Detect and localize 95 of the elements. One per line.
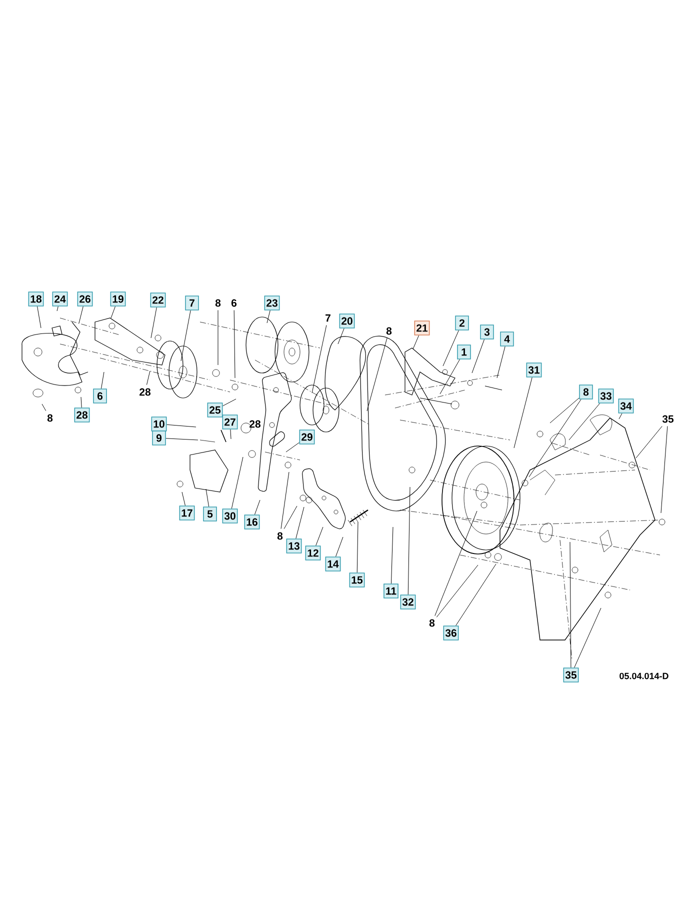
callout-number: 36	[443, 626, 459, 640]
callout-number: 18	[28, 292, 44, 306]
callout-number: 8	[429, 619, 435, 627]
callout-number: 12	[305, 546, 321, 560]
callout-number: 35	[563, 668, 579, 682]
callout-number: 15	[349, 572, 365, 588]
callout-number: 3	[480, 324, 494, 340]
leader-line	[280, 472, 290, 530]
leader-line	[568, 403, 600, 440]
callout-number: 9	[152, 430, 166, 446]
callout-number: 30	[222, 508, 238, 524]
leader-line	[182, 492, 186, 506]
callout-number: 13	[286, 538, 302, 554]
callout-number: 7	[326, 314, 330, 322]
leader-line	[660, 426, 668, 514]
callout-number: 8	[215, 299, 221, 307]
leader-line	[206, 488, 210, 507]
callout-number: 20	[339, 314, 355, 328]
callout-number: 2	[455, 316, 469, 330]
callout-number: 22	[150, 292, 166, 308]
callout-number: 35	[662, 415, 674, 423]
leader-line	[230, 429, 232, 440]
leader-line	[180, 310, 191, 362]
leader-line	[514, 377, 532, 448]
leader-line	[166, 438, 198, 440]
leader-line	[56, 306, 58, 312]
leader-line	[390, 526, 394, 584]
callout-number: 5	[203, 506, 217, 522]
callout-number: 19	[110, 292, 126, 306]
callout-number: 23	[264, 296, 280, 310]
callout-number: 8	[579, 384, 593, 400]
leader-line	[496, 346, 506, 378]
leader-line	[80, 396, 82, 408]
leader-line	[284, 506, 298, 530]
leader-line	[436, 564, 478, 618]
callout-number: 4	[500, 332, 514, 346]
leader-line	[618, 413, 622, 420]
callout-number: 6	[93, 388, 107, 404]
callout-number: 14	[325, 556, 341, 572]
leader-line	[166, 424, 196, 428]
callout-number: 11	[384, 584, 398, 598]
callout-number: 34	[618, 398, 634, 414]
leader-line	[296, 506, 304, 539]
leader-line	[434, 510, 478, 616]
leader-line	[266, 310, 270, 324]
leader-line	[570, 542, 572, 668]
leader-line	[316, 526, 324, 546]
leader-line	[440, 359, 460, 394]
callout-number: 33	[598, 388, 614, 404]
leader-line	[234, 310, 236, 378]
leader-line	[412, 335, 420, 350]
leader-line	[110, 306, 116, 318]
callout-number: 16	[244, 514, 260, 530]
callout-number: 28	[140, 388, 150, 396]
leader-line	[254, 500, 260, 515]
leader-line	[636, 426, 662, 458]
leader-line	[550, 398, 580, 424]
callout-number: 6	[231, 299, 237, 307]
leader-line	[286, 442, 300, 452]
leader-line	[37, 306, 42, 328]
leader-line	[78, 306, 84, 324]
callout-number: 24	[52, 292, 68, 306]
leader-line	[528, 399, 582, 478]
leader-line	[408, 486, 410, 595]
callout-number: 32	[400, 594, 416, 610]
drawing-number: 05.04.014-D	[620, 672, 668, 680]
callout-number: 17	[179, 506, 195, 520]
callout-number: 28	[74, 408, 90, 422]
leader-line	[456, 564, 496, 626]
leader-line	[336, 536, 344, 557]
callout-number: 28	[250, 420, 260, 428]
leader-line	[356, 522, 358, 573]
callout-number: 1	[457, 344, 471, 360]
callout-number: 7	[185, 296, 199, 310]
callout-number: 21	[414, 320, 430, 336]
callout-number: 8	[47, 414, 53, 422]
callout-number: 8	[277, 532, 283, 540]
leader-line	[442, 330, 459, 366]
leader-line	[312, 324, 327, 394]
leader-line	[100, 372, 104, 389]
leader-line	[574, 608, 602, 668]
callout-number: 8	[386, 327, 392, 335]
callout-number: 26	[77, 292, 93, 306]
leader-line	[338, 328, 344, 344]
leader-line	[472, 339, 485, 374]
leader-line	[42, 404, 46, 412]
leader-line	[150, 307, 157, 338]
leader-line	[222, 398, 236, 406]
callout-number: 27	[222, 414, 238, 430]
callout-number: 25	[207, 402, 223, 418]
leader-line	[146, 370, 150, 386]
callout-number: 29	[299, 430, 315, 444]
leader-line	[231, 456, 244, 509]
callout-number: 10	[151, 416, 167, 432]
callout-number: 31	[526, 362, 542, 378]
